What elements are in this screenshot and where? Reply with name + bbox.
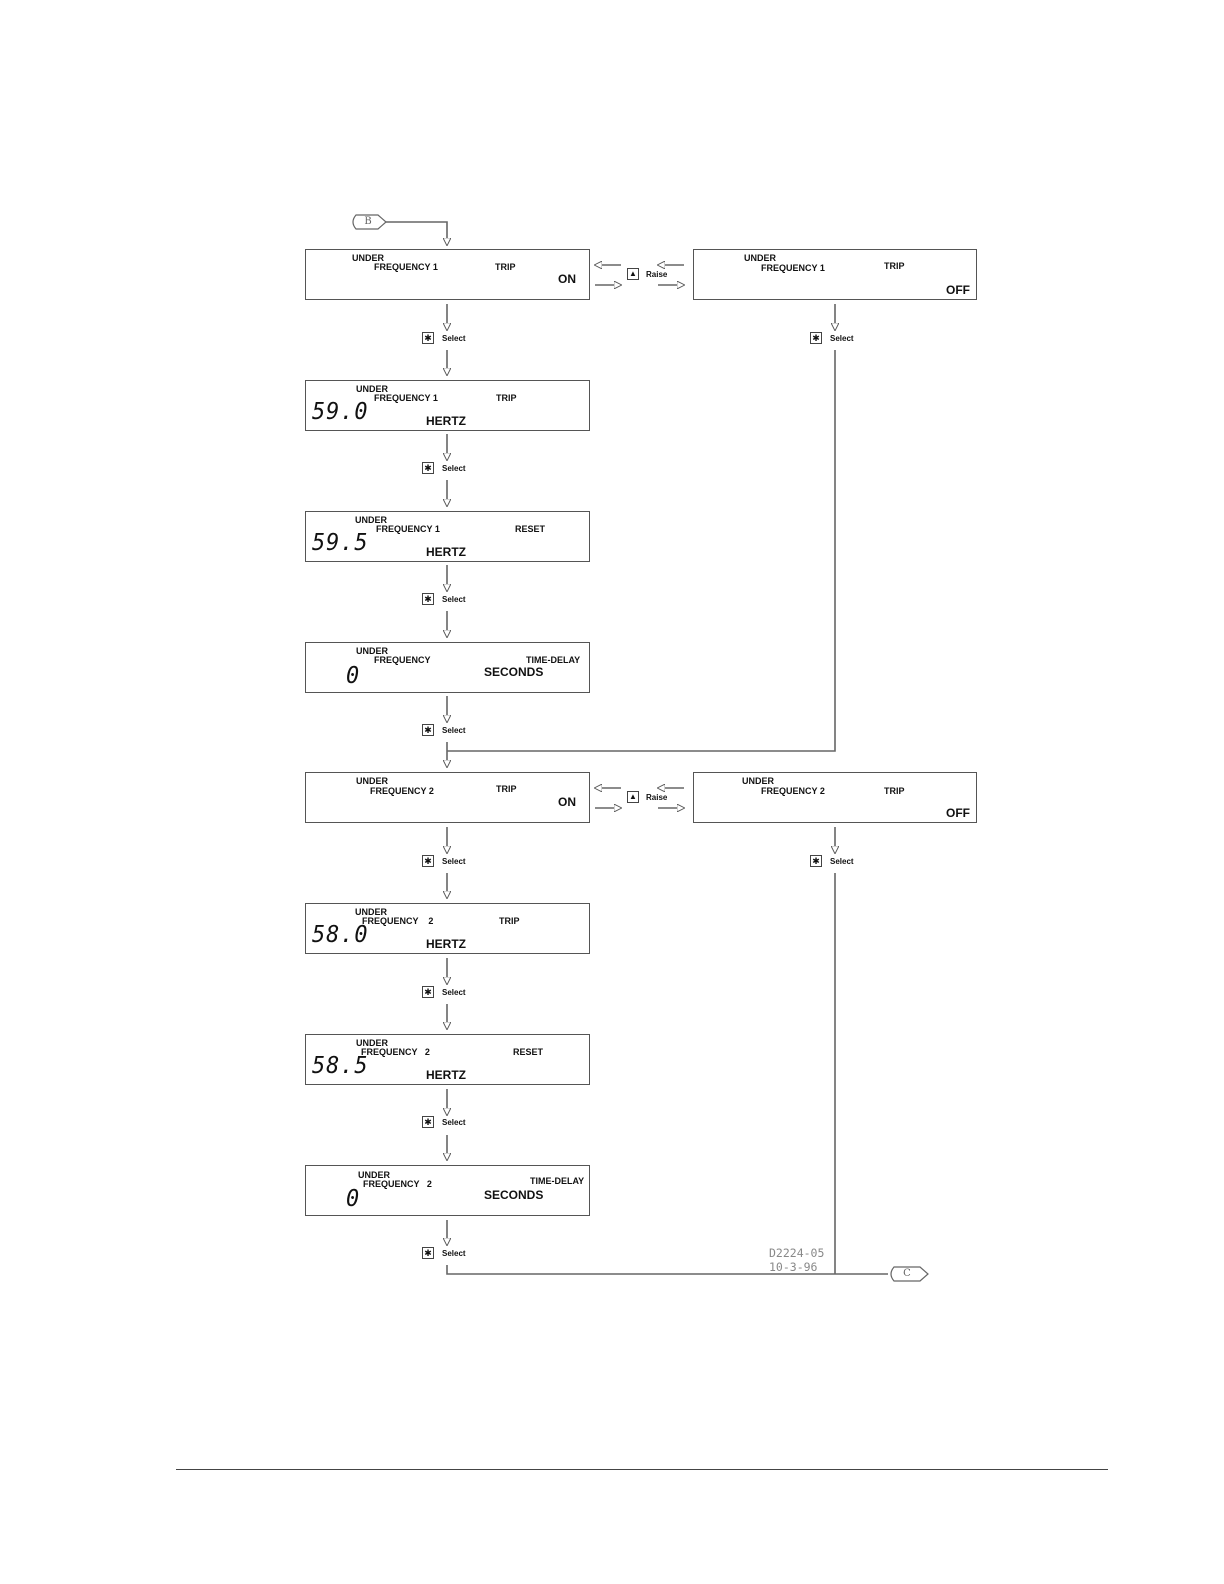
label-frequency: FREQUENCY 2	[370, 786, 434, 796]
raise-key-icon[interactable]: ▲	[627, 791, 639, 803]
merge-line	[447, 350, 836, 752]
label-time-delay: TIME-DELAY	[530, 1176, 585, 1186]
label-trip: TRIP	[496, 393, 517, 403]
label-frequency: FREQUENCY	[374, 655, 431, 665]
connector-b-shape	[352, 214, 387, 230]
label-frequency: FREQUENCY 1	[374, 262, 438, 272]
label-under: UNDER	[356, 384, 389, 394]
unit-hertz: HERTZ	[426, 937, 466, 951]
label-frequency: FREQUENCY 2	[761, 786, 825, 796]
connector-c-shape	[890, 1266, 929, 1282]
label-under: UNDER	[356, 1038, 389, 1048]
state-on: ON	[558, 795, 576, 809]
select-key-icon[interactable]: ✱	[422, 724, 434, 736]
label-frequency: FREQUENCY 1	[761, 263, 825, 273]
label-reset: RESET	[513, 1047, 544, 1057]
label-under: UNDER	[356, 776, 389, 786]
display-uf1-trip-hertz: UNDER FREQUENCY 1 TRIP 59.0 HERTZ	[305, 380, 590, 431]
display-uf2-time-delay: UNDER FREQUENCY 2 TIME-DELAY 0 SECONDS	[305, 1165, 590, 1216]
value-digits: 0	[346, 1186, 361, 1212]
value-digits: 58.5	[312, 1053, 369, 1079]
label-under: UNDER	[358, 1170, 391, 1180]
label-time-delay: TIME-DELAY	[526, 655, 581, 665]
label-under: UNDER	[352, 253, 385, 263]
raise-label: Raise	[646, 270, 668, 279]
end-line	[446, 1265, 888, 1275]
label-under: UNDER	[742, 776, 775, 786]
unit-hertz: HERTZ	[426, 545, 466, 559]
state-off: OFF	[946, 283, 970, 297]
display-uf2-reset-hertz: UNDER FREQUENCY 2 RESET 58.5 HERTZ	[305, 1034, 590, 1085]
select-key-icon[interactable]: ✱	[422, 986, 434, 998]
label-frequency: FREQUENCY 1	[376, 524, 440, 534]
select-label: Select	[442, 1249, 466, 1258]
display-uf1-reset-hertz: UNDER FREQUENCY 1 RESET 59.5 HERTZ	[305, 511, 590, 562]
select-key-icon[interactable]: ✱	[810, 332, 822, 344]
label-trip: TRIP	[884, 261, 905, 271]
label-frequency: FREQUENCY 2	[361, 1047, 430, 1057]
footer-rule	[176, 1469, 1108, 1470]
state-on: ON	[558, 272, 576, 286]
select-key-icon[interactable]: ✱	[422, 1247, 434, 1259]
unit-hertz: HERTZ	[426, 414, 466, 428]
display-uf2-trip-hertz: UNDER FREQUENCY 2 TRIP 58.0 HERTZ	[305, 903, 590, 954]
drawing-date: 10-3-96	[769, 1260, 818, 1274]
select-label: Select	[442, 334, 466, 343]
label-frequency: FREQUENCY 2	[362, 916, 434, 926]
label-frequency: FREQUENCY 2	[363, 1179, 432, 1189]
label-trip: TRIP	[496, 784, 517, 794]
unit-seconds: SECONDS	[484, 665, 544, 679]
display-uf2-trip-on: UNDER FREQUENCY 2 TRIP ON	[305, 772, 590, 823]
select-key-icon[interactable]: ✱	[422, 855, 434, 867]
label-trip: TRIP	[884, 786, 905, 796]
drawing-number: D2224-05	[769, 1246, 825, 1260]
state-off: OFF	[946, 806, 970, 820]
select-key-icon[interactable]: ✱	[422, 593, 434, 605]
select-label: Select	[442, 464, 466, 473]
select-label: Select	[442, 857, 466, 866]
label-reset: RESET	[515, 524, 546, 534]
display-uf1-trip-on: UNDER FREQUENCY 1 TRIP ON	[305, 249, 590, 300]
label-frequency: FREQUENCY 1	[374, 393, 438, 403]
select-label: Select	[830, 334, 854, 343]
select-label: Select	[830, 857, 854, 866]
label-under: UNDER	[744, 253, 777, 263]
unit-hertz: HERTZ	[426, 1068, 466, 1082]
select-key-icon[interactable]: ✱	[810, 855, 822, 867]
label-under: UNDER	[356, 646, 389, 656]
connector-b: B	[364, 216, 372, 227]
label-trip: TRIP	[499, 916, 520, 926]
display-uf-time-delay: UNDER FREQUENCY TIME-DELAY 0 SECONDS	[305, 642, 590, 693]
unit-seconds: SECONDS	[484, 1188, 544, 1202]
select-label: Select	[442, 988, 466, 997]
select-label: Select	[442, 1118, 466, 1127]
raise-key-icon[interactable]: ▲	[627, 268, 639, 280]
value-digits: 59.5	[312, 530, 369, 556]
value-digits: 0	[346, 663, 361, 689]
value-digits: 59.0	[312, 399, 369, 425]
select-key-icon[interactable]: ✱	[422, 1116, 434, 1128]
select-label: Select	[442, 726, 466, 735]
arrow-start	[386, 221, 447, 245]
label-under: UNDER	[355, 515, 388, 525]
select-key-icon[interactable]: ✱	[422, 332, 434, 344]
value-digits: 58.0	[312, 922, 369, 948]
select-label: Select	[442, 595, 466, 604]
display-uf2-trip-off: UNDER FREQUENCY 2 TRIP OFF	[693, 772, 977, 823]
label-trip: TRIP	[495, 262, 516, 272]
select-key-icon[interactable]: ✱	[422, 462, 434, 474]
label-under: UNDER	[355, 907, 388, 917]
display-uf1-trip-off: UNDER FREQUENCY 1 TRIP OFF	[693, 249, 977, 300]
raise-label: Raise	[646, 793, 668, 802]
connector-c: C	[903, 1268, 911, 1279]
